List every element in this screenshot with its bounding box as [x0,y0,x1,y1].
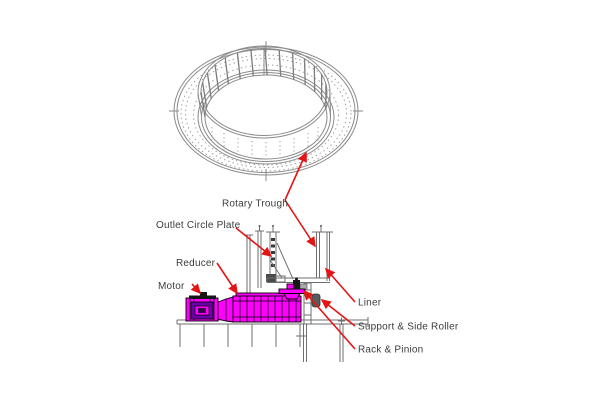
leader-liner [324,267,356,303]
leader-motor [190,283,202,295]
reducer-part [232,292,302,323]
leader-rotary-trough-to-wall [284,199,316,248]
leader-rotary-trough-to-ring [284,151,307,201]
base-frame-drawing [176,317,369,362]
leader-rack-pinion [302,289,356,350]
label-motor: Motor [158,281,185,292]
label-outlet-circle-plate: Outlet Circle Plate [156,220,241,231]
drive-unit-drawing [185,277,306,323]
outlet-circle-plate-part [266,224,294,283]
callout-labels: Rotary Trough Outlet Circle Plate Reduce… [156,199,459,356]
label-rotary-trough: Rotary Trough [222,199,288,210]
coupling-part [217,296,234,323]
leader-arrows [190,151,356,350]
label-liner: Liner [358,298,382,309]
label-reducer: Reducer [176,258,216,269]
ring-wall-hole-columns [211,127,319,159]
leader-support-side-roller [320,299,356,327]
rotary-trough-ring-drawing [169,41,363,181]
leader-reducer [216,262,238,295]
label-rack-pinion: Rack & Pinion [358,345,423,356]
leader-outlet-circle-plate [235,227,273,257]
ring-wall-posts [200,48,327,118]
motor-part [185,292,219,322]
label-support-side-roller: Support & Side Roller [358,322,459,333]
